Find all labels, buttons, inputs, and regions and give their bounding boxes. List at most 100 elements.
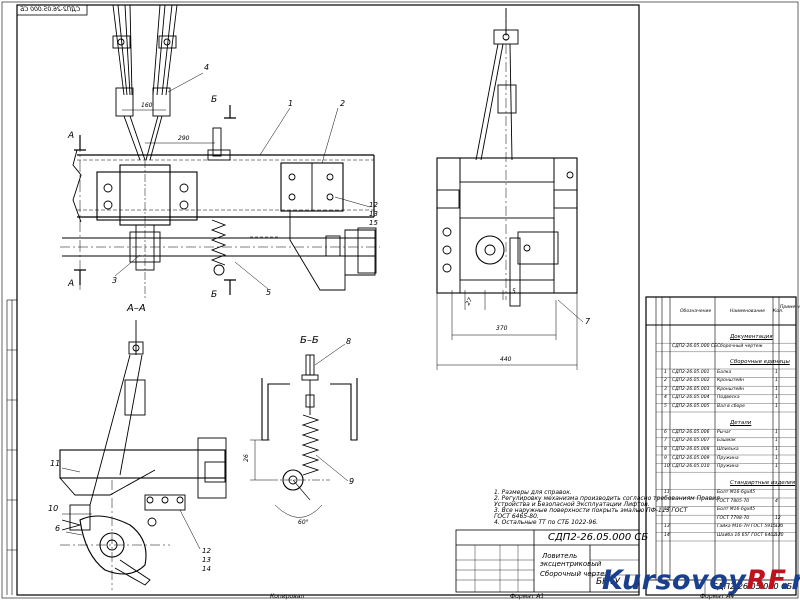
spec-row-qty: 12 [775,532,781,538]
dim-440: 440 [500,356,512,363]
spec-row-qty: 1 [775,403,778,409]
spec-row-qty: 1 [775,395,778,401]
section-mark-b-bottom: Б [211,290,218,300]
callout-8: 8 [346,337,352,346]
spec-row-pos: 14 [664,532,670,538]
spec-header-name: Наименование [730,309,765,314]
spec-row-code: СДП2-26.05.007 [672,438,710,444]
spec-row-name: Кронштейн [717,378,745,384]
spec-row-qty: 1 [775,464,778,470]
spec-row-name: ГОСТ 7798-70 [717,515,750,521]
spec-row-code: СДП2-26.05.000 СБ [672,343,718,349]
spec-header-note: Приме-чание [780,305,800,310]
callout-5: 5 [266,288,272,297]
section-title-a-a: А–А [127,303,146,314]
spec-row-code: СДП2-26.05.001 [672,369,710,375]
title-code: СДП2-26.05.000 СБ [548,532,649,543]
dim-26: 26 [242,454,250,462]
note-line: ГОСТ 6465-80. [494,513,539,520]
spec-row-code: СДП2-26.05.010 [672,464,710,470]
callout-15: 15 [369,219,378,227]
spec-table [645,297,797,596]
title-block [455,529,640,593]
callout-9: 9 [349,477,355,486]
spec-row-name: Башмак [717,438,736,444]
spec-section-assemblies: Сборочные единицы [730,359,790,366]
front-view [60,4,380,300]
spec-row-name: Шпилька [717,446,739,452]
spec-row-pos: 6 [664,429,667,435]
spec-row-qty: 12 [775,515,781,521]
spec-row-code: СДП2-26.05.008 [672,446,710,452]
callout-aa-14: 14 [202,565,211,573]
section-mark-a-top: А [68,131,75,141]
dim-370: 370 [496,325,508,332]
spec-row-name: Балка [717,369,732,375]
copied-label: Копировал [270,593,305,600]
title-name-3: Сборочный чертеж [540,570,611,578]
doc-code-rotated: СДП2-26.05.000 СБ [20,6,81,13]
spec-section-parts: Детали [730,419,752,426]
spec-row-code: СДП2-26.05.003 [672,386,710,392]
technical-notes: 1. Размеры для справок. 2. Регулировку м… [494,490,720,526]
spec-row-name: Подвеска [717,395,740,401]
spec-row-qty: 1 [775,386,778,392]
spec-row-pos: 2 [664,378,667,384]
note-line: 4. Остальные ТТ по СТБ 1022-96. [494,519,599,526]
dim-160: 160 [141,102,153,109]
spec-row-qty: 4 [775,498,778,504]
format-a4-label: Формат А4 [700,593,735,600]
spec-header-designation: Обозначение [680,309,712,314]
spec-row-name: Гайка М16-7Н ГОСТ 5915-70 [717,524,784,530]
section-mark-a-bottom: А [68,279,75,289]
callout-10: 10 [48,504,59,513]
note-line: 2. Регулировку механизма производить сог… [494,495,720,502]
callout-7: 7 [585,317,591,326]
note-line: 3. Все наружные поверхности покрыть эмал… [494,507,688,514]
spec-row-name: ГОСТ 7805-70 [717,498,750,504]
section-a-a [59,320,227,590]
note-line: Устройства и Безопасной Эксплуатации Лиф… [494,501,650,508]
spec-row-pos: 8 [664,446,667,452]
spec-row-pos: 11 [664,489,670,495]
spec-row-name: Шайба 16 65Г ГОСТ 6402-70 [717,532,784,538]
callout-13: 13 [369,210,378,218]
callout-6: 6 [55,524,61,533]
spec-row-name: Рычаг [717,429,732,435]
spec-row-name: Пружина [717,455,739,461]
section-mark-b-top: Б [211,95,218,105]
spec-row-pos: 3 [664,386,667,392]
callout-11: 11 [50,459,61,468]
callout-aa-12: 12 [202,547,211,555]
format-a1-label: Формат А1 [510,593,545,600]
spec-footer-code: СДП2-26.05.000 СБ [712,582,793,591]
spec-section-standard: Стандартные изделия [730,479,796,486]
spec-row-code: СДП2-26.05.006 [672,429,710,435]
spec-row-qty: 1 [775,369,778,375]
callout-1: 1 [288,99,294,108]
spec-row-qty: 1 [775,378,778,384]
spec-row-code: СДП2-26.05.005 [672,403,710,409]
title-org: БНТУ [596,577,620,587]
spec-row-qty: 1 [775,429,778,435]
dim-290: 290 [178,135,190,142]
spec-section-docs: Документация [730,333,773,340]
title-name-2: эксцентриковый [540,560,602,568]
spec-row-qty: 1 [775,446,778,452]
dim-5: 5 [512,288,516,295]
spec-row-code: СДП2-26.05.009 [672,455,710,461]
callout-3: 3 [112,276,118,285]
callout-2: 2 [340,99,346,108]
spec-row-qty: 1 [775,455,778,461]
callout-12: 12 [369,201,378,209]
spec-row-name: Болт М16-6gх45 [717,507,756,513]
a4-frame [645,296,797,596]
spec-row-pos: 10 [664,464,670,470]
section-title-b-b: Б–Б [300,335,319,346]
spec-row-pos: 1 [664,369,667,375]
spec-row-qty: 1 [775,438,778,444]
callout-4: 4 [204,63,210,72]
spec-row-name: Сборочный чертеж [717,343,763,349]
spec-row-pos: 5 [664,403,667,409]
